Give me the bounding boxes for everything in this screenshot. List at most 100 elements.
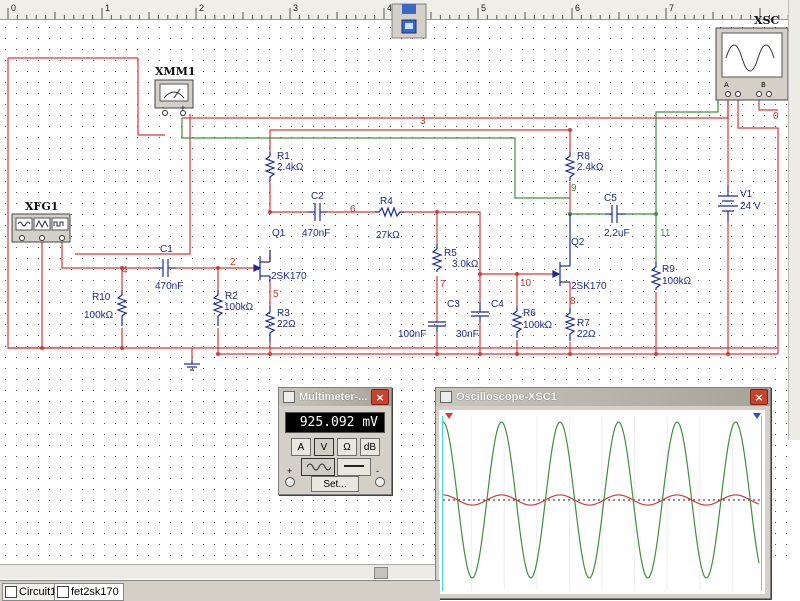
capacitor-c1[interactable] bbox=[155, 259, 176, 277]
multimeter-window[interactable]: Multimeter-... × 925.092 mV A V Ω dB + -… bbox=[278, 387, 392, 495]
scope-trace-1 bbox=[442, 421, 760, 579]
plus-terminal[interactable] bbox=[285, 477, 295, 487]
minus-terminal[interactable] bbox=[375, 477, 385, 487]
scope-trace-2 bbox=[442, 494, 760, 506]
mode-ammeter-button[interactable]: A bbox=[291, 438, 311, 456]
v1-value: 24 V bbox=[740, 201, 761, 212]
multimeter-window-icon bbox=[283, 391, 295, 403]
floating-tool-button[interactable] bbox=[391, 3, 427, 39]
net-label-0: 0 bbox=[773, 111, 779, 122]
capacitor-c2[interactable] bbox=[308, 203, 327, 221]
xmm1-ref: XMM1 bbox=[155, 65, 196, 78]
r6-value: 100kΩ bbox=[523, 320, 553, 331]
net-label-4: 4 bbox=[122, 265, 128, 276]
ruler-label: 1 bbox=[105, 3, 110, 13]
c4-value: 30nF bbox=[456, 329, 479, 340]
net-label-6: 6 bbox=[350, 204, 356, 215]
resistor-r7[interactable] bbox=[564, 308, 576, 341]
v1-ref: V1 bbox=[740, 189, 753, 200]
c5-value: 2.2uF bbox=[604, 228, 630, 239]
svg-text:-: - bbox=[162, 104, 165, 112]
capacitor-c4[interactable] bbox=[471, 302, 489, 322]
q2-part: 2SK170 bbox=[571, 281, 607, 292]
r5-value: 3.0kΩ bbox=[452, 259, 479, 270]
resistor-r3[interactable] bbox=[264, 306, 276, 342]
multimeter-title: Multimeter-... bbox=[299, 391, 367, 403]
net-label-2: 2 bbox=[230, 257, 236, 268]
capacitor-c3[interactable] bbox=[428, 321, 446, 332]
ruler-label: 7 bbox=[669, 3, 674, 13]
oscilloscope-titlebar[interactable]: Oscilloscope-XSC1 × bbox=[436, 388, 770, 406]
function-generator-instrument-xfg1[interactable]: XFG1 bbox=[11, 200, 71, 243]
oscilloscope-close-button[interactable]: × bbox=[750, 389, 768, 405]
mode-ohmmeter-button[interactable]: Ω bbox=[337, 438, 357, 456]
resistor-r10[interactable] bbox=[116, 290, 128, 326]
trigger-marker-right[interactable] bbox=[753, 413, 761, 419]
resistor-r1[interactable] bbox=[264, 152, 276, 181]
c1-value: 470nF bbox=[155, 281, 183, 292]
ruler-label: 4 bbox=[387, 3, 392, 13]
ruler-label: 0 bbox=[11, 3, 16, 13]
resistor-r9[interactable] bbox=[650, 262, 662, 290]
resistor-r2[interactable] bbox=[212, 290, 224, 326]
horizontal-scroll-thumb[interactable] bbox=[374, 567, 388, 579]
ac-mode-button[interactable] bbox=[301, 458, 335, 476]
r8-ref: R8 bbox=[577, 151, 590, 162]
ruler-label: 5 bbox=[481, 3, 486, 13]
r10-value: 100kΩ bbox=[84, 310, 114, 321]
c3-ref: C3 bbox=[447, 299, 460, 310]
xfg1-ref: XFG1 bbox=[25, 200, 58, 213]
r9-value: 100kΩ bbox=[662, 276, 692, 287]
xsc-ch-a-label: A bbox=[724, 81, 729, 89]
multimeter-reading-display: 925.092 mV bbox=[285, 412, 385, 433]
document-tab-bar: Circuit1 fet2sk170 bbox=[0, 580, 440, 601]
tab-label: Circuit1 bbox=[19, 586, 57, 598]
dc-mode-button[interactable] bbox=[337, 458, 371, 476]
r7-ref: R7 bbox=[577, 318, 590, 329]
oscilloscope-instrument-xsc1[interactable]: XSC A B bbox=[715, 14, 789, 101]
capacitor-c5[interactable] bbox=[605, 205, 626, 223]
r5-ref: R5 bbox=[444, 248, 457, 259]
mode-db-button[interactable]: dB bbox=[360, 438, 380, 456]
document-icon bbox=[5, 586, 17, 598]
c3-value: 100nF bbox=[398, 329, 426, 340]
resistor-r8[interactable] bbox=[564, 152, 576, 181]
mode-voltmeter-button[interactable]: V bbox=[314, 438, 334, 456]
horizontal-scrollbar[interactable] bbox=[0, 564, 438, 579]
oscilloscope-screen bbox=[439, 410, 765, 594]
set-button[interactable]: Set... bbox=[311, 476, 359, 492]
jfet-q2[interactable] bbox=[552, 214, 571, 286]
multimeter-titlebar[interactable]: Multimeter-... × bbox=[279, 388, 391, 406]
net-label-11: 11 bbox=[660, 228, 671, 239]
junction-dots bbox=[40, 128, 730, 356]
r3-value: 22Ω bbox=[277, 319, 296, 330]
resistor-r6[interactable] bbox=[511, 306, 523, 338]
r1-ref: R1 bbox=[277, 151, 290, 162]
oscilloscope-window-icon bbox=[440, 391, 452, 403]
net-label-9: 9 bbox=[571, 183, 577, 194]
dc-line-icon bbox=[344, 465, 364, 467]
battery-v1[interactable] bbox=[718, 185, 738, 222]
resistor-r5[interactable] bbox=[431, 244, 443, 272]
tab-circuit1[interactable]: Circuit1 bbox=[2, 583, 62, 601]
xsc-ch-b-label: B bbox=[761, 81, 766, 89]
net-label-3: 3 bbox=[420, 116, 426, 127]
c2-ref: C2 bbox=[311, 191, 324, 202]
jfet-q1[interactable] bbox=[253, 250, 271, 282]
trigger-marker-left[interactable] bbox=[445, 413, 453, 419]
net-label-8: 8 bbox=[570, 296, 576, 307]
multimeter-instrument-xmm1[interactable]: XMM1 - + bbox=[154, 65, 196, 116]
resistor-r4[interactable] bbox=[375, 206, 404, 218]
ruler-label: 2 bbox=[199, 3, 204, 13]
oscilloscope-window[interactable]: Oscilloscope-XSC1 × bbox=[435, 387, 771, 599]
r4-ref: R4 bbox=[380, 196, 393, 207]
multimeter-close-button[interactable]: × bbox=[371, 389, 389, 405]
svg-text:+: + bbox=[180, 104, 186, 112]
r2-value: 100kΩ bbox=[224, 302, 254, 313]
tab-fet2sk170[interactable]: fet2sk170 bbox=[54, 583, 124, 601]
vertical-scrollbar[interactable] bbox=[788, 0, 800, 440]
r7-value: 22Ω bbox=[577, 329, 596, 340]
r1-value: 2.4kΩ bbox=[277, 162, 304, 173]
r6-ref: R6 bbox=[523, 308, 536, 319]
